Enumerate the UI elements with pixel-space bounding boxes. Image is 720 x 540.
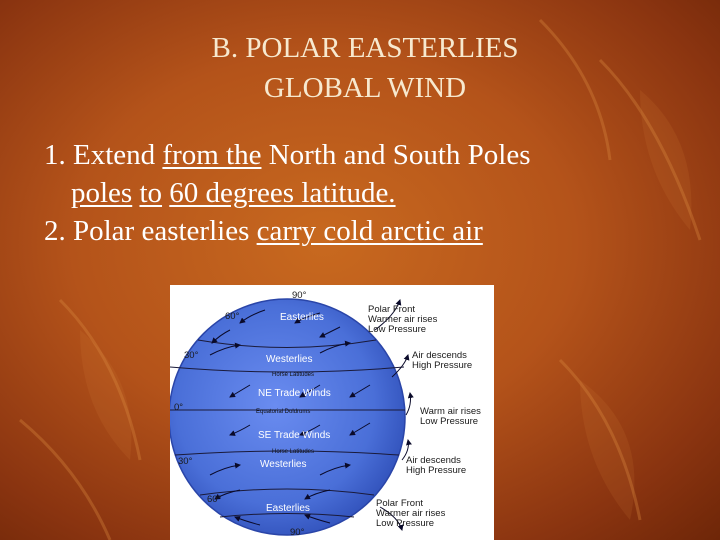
point-1-underlined-2: poles bbox=[71, 177, 133, 209]
lat-30n: 30° bbox=[184, 350, 199, 361]
westerlies-south-label: Westerlies bbox=[260, 459, 307, 470]
polar-front-north-line-2: Warmer air rises bbox=[368, 314, 438, 325]
polar-front-south-line-1: Polar Front bbox=[376, 498, 423, 509]
air-descends-south-line-1: Air descends bbox=[406, 455, 461, 466]
doldrums-label: Equatorial Doldrums bbox=[256, 409, 311, 415]
air-descends-north-line-1: Air descends bbox=[412, 350, 467, 361]
polar-front-north-line-1: Polar Front bbox=[368, 304, 415, 315]
easterlies-south-label: Easterlies bbox=[266, 503, 310, 514]
point-2: 2. Polar easterlies carry cold arctic ai… bbox=[44, 212, 694, 250]
ne-trade-winds-label: NE Trade Winds bbox=[258, 388, 331, 399]
lat-equator: 0° bbox=[174, 402, 184, 413]
air-descends-north: Air descends High Pressure bbox=[412, 351, 472, 371]
polar-front-north-line-3: Low Pressure bbox=[368, 324, 427, 335]
point-2-underlined: carry cold arctic air bbox=[256, 215, 483, 247]
lat-30s: 30° bbox=[178, 456, 193, 467]
westerlies-north-label: Westerlies bbox=[266, 354, 313, 365]
air-descends-south-line-2: High Pressure bbox=[406, 465, 467, 476]
easterlies-north-label: Easterlies bbox=[280, 312, 324, 323]
air-descends-north-line-2: High Pressure bbox=[412, 360, 473, 371]
equator-line-1: Warm air rises bbox=[420, 406, 481, 417]
point-1-line-2: poles to 60 degrees latitude. bbox=[44, 174, 694, 212]
point-1-mid: North and South Poles bbox=[261, 139, 531, 171]
lat-60s: 60° bbox=[207, 494, 222, 505]
polar-front-south-line-2: Warmer air rises bbox=[376, 508, 446, 519]
equator-low-pressure: Warm air rises Low Pressure bbox=[420, 407, 481, 427]
title-line-2: GLOBAL WIND bbox=[263, 72, 467, 104]
title-line-1: B. POLAR EASTERLIES bbox=[211, 32, 519, 64]
lat-90s: 90° bbox=[290, 527, 305, 538]
circulation-arrows bbox=[374, 299, 414, 531]
lat-60n: 60° bbox=[225, 311, 240, 322]
slide-title: B. POLAR EASTERLIES GLOBAL WIND bbox=[0, 28, 720, 108]
point-1-line-1: 1. Extend from the North and South Poles bbox=[44, 136, 694, 174]
polar-front-south: Polar Front Warmer air rises Low Pressur… bbox=[376, 499, 445, 529]
polar-front-north: Polar Front Warmer air rises Low Pressur… bbox=[368, 305, 437, 335]
bullet-list: 1. Extend from the North and South Poles… bbox=[44, 136, 694, 250]
latitude-lines bbox=[170, 339, 405, 518]
global-wind-diagram: 90° 60° 30° 0° 30° 60° 90° Easterlies We… bbox=[170, 285, 494, 540]
globe-svg bbox=[170, 298, 414, 536]
polar-front-south-line-3: Low Pressure bbox=[376, 518, 435, 529]
horse-latitudes-south-label: Horse Latitudes bbox=[272, 449, 315, 455]
point-1-underlined-4: 60 degrees latitude. bbox=[169, 177, 396, 209]
point-1-underlined-3: to bbox=[139, 177, 163, 209]
globe bbox=[170, 298, 406, 536]
wind-arrows bbox=[209, 309, 371, 526]
horse-latitudes-north-label: Horse Latitudes bbox=[272, 372, 315, 378]
point-1-prefix: 1. Extend bbox=[44, 139, 163, 171]
se-trade-winds-label: SE Trade Winds bbox=[258, 430, 331, 441]
air-descends-south: Air descends High Pressure bbox=[406, 456, 466, 476]
equator-line-2: Low Pressure bbox=[420, 416, 479, 427]
point-2-prefix: 2. Polar easterlies bbox=[44, 215, 257, 247]
lat-90n: 90° bbox=[292, 290, 307, 301]
point-1-underlined-1: from the bbox=[162, 139, 262, 171]
